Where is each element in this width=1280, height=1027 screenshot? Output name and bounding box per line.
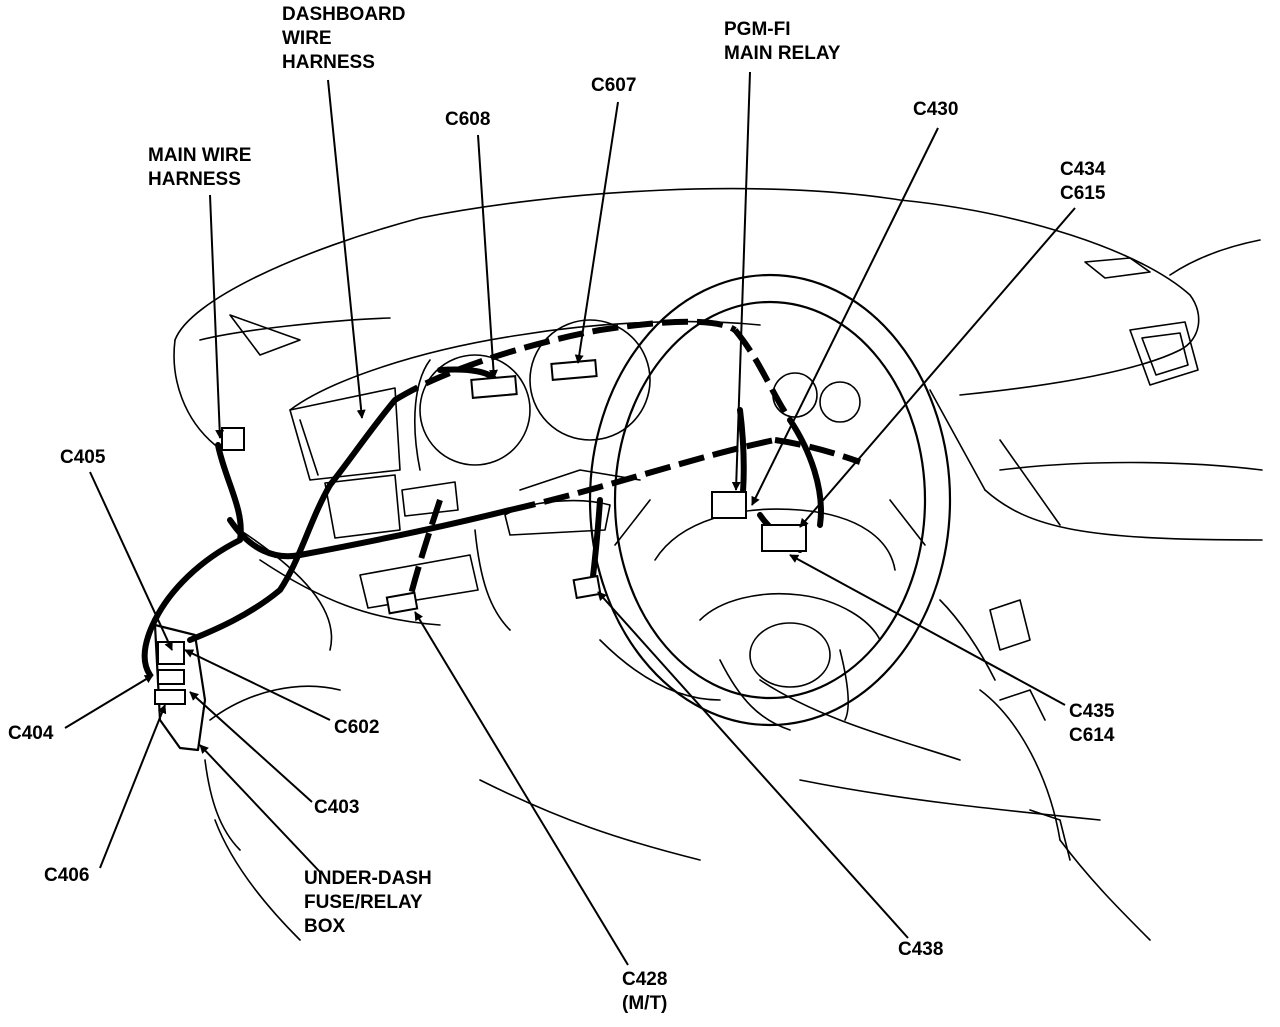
label-pgm-fi-main-relay: PGM-FI MAIN RELAY: [724, 19, 841, 64]
under-dash-fuse-box-shape: [153, 623, 207, 752]
label-c403: C403: [314, 797, 360, 818]
label-c435-c614: C435 C614: [1069, 701, 1115, 746]
label-c434-c615: C434 C615: [1060, 159, 1106, 204]
label-c602: C602: [334, 717, 380, 738]
label-c404: C404: [8, 723, 54, 744]
steering-wheel: [588, 273, 952, 731]
label-dashboard-wire-harness: DASHBOARD WIRE HARNESS: [282, 4, 406, 73]
label-c438: C438: [898, 939, 944, 960]
dashboard-outline: [173, 187, 1263, 941]
label-c428-mt: C428 (M/T): [622, 969, 668, 1014]
label-c607: C607: [591, 75, 637, 96]
label-c608: C608: [445, 109, 491, 130]
label-main-wire-harness: MAIN WIRE HARNESS: [148, 145, 252, 190]
label-c430: C430: [913, 99, 959, 120]
label-c405: C405: [60, 447, 106, 468]
leader-lines: [64, 71, 1076, 966]
label-under-dash-fuse-relay-box: UNDER-DASH FUSE/RELAY BOX: [304, 868, 432, 937]
wire-harnesses: [141, 318, 861, 678]
label-c406: C406: [44, 865, 90, 886]
